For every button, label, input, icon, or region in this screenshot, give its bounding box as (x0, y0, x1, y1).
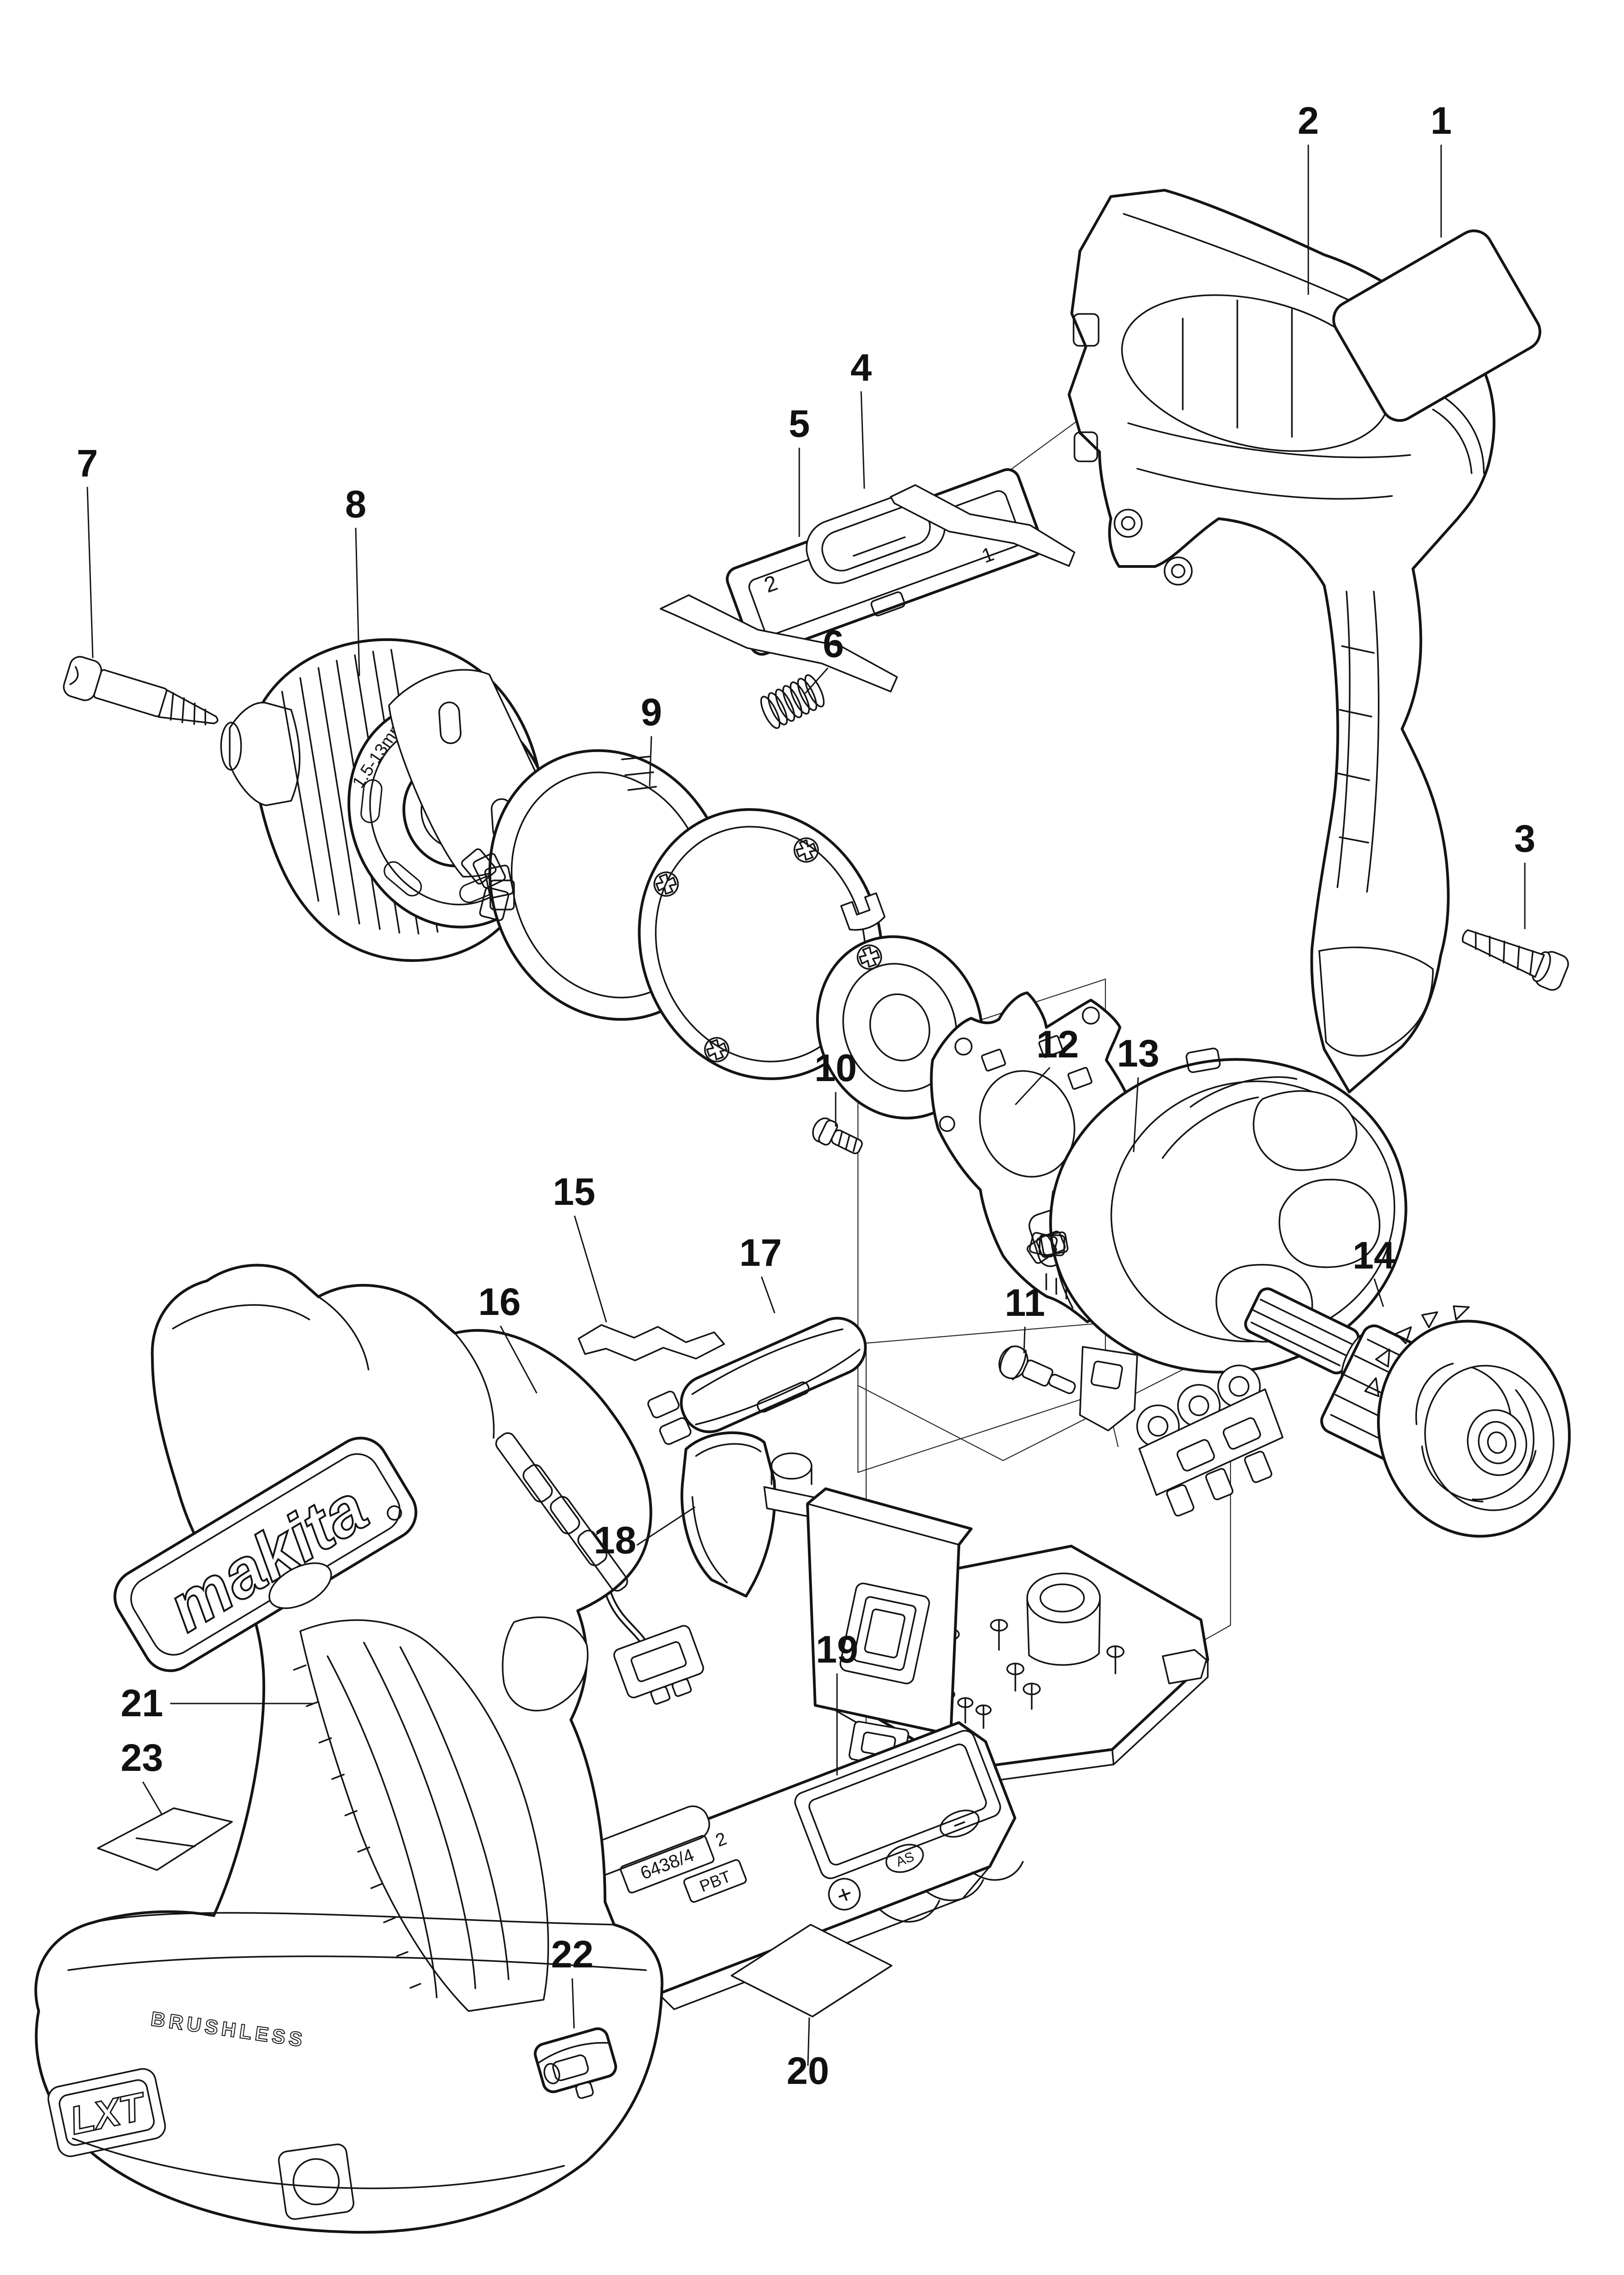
part-number-22-cap: 22 (551, 1933, 593, 1976)
leader-line-23 (142, 1781, 163, 1815)
leader-line-13 (1133, 1077, 1139, 1153)
part-number-9-gear-assembly: 9 (641, 691, 662, 733)
leader-line-17 (761, 1276, 776, 1314)
leader-line-14 (1373, 1278, 1384, 1307)
part-number-5-speed-change-lever: 5 (789, 402, 810, 445)
leader-line-22 (571, 1978, 575, 2029)
leader-line-6 (804, 667, 829, 694)
part-13-stator (1026, 1047, 1407, 1431)
part-number-3-tapping-screw: 3 (1514, 817, 1536, 860)
leader-line-11 (1023, 1326, 1026, 1354)
part-21-housing-half-outer: makita BRUSHLESS LXT (34, 1264, 664, 2234)
part-1-caution-label (1332, 229, 1542, 422)
part-14-rotor-with-fan (1244, 1287, 1571, 1538)
part-17-reversing-lever (647, 1317, 867, 1445)
part-number-17-reversing-lever: 17 (739, 1231, 782, 1274)
part-4-lever-spring-lower (660, 594, 898, 693)
leader-line-18 (636, 1506, 696, 1546)
part-number-18-switch-trigger: 18 (594, 1519, 636, 1562)
lxt-badge: LXT (47, 2068, 166, 2157)
part-number-14-rotor-with-fan: 14 (1352, 1234, 1395, 1277)
leader-line-15 (574, 1215, 607, 1323)
terminal-block (1136, 1365, 1284, 1517)
part-7-chuck-screw (63, 656, 219, 726)
part-number-7-chuck-screw: 7 (77, 442, 98, 485)
part-number-23-serial-label: 23 (121, 1736, 163, 1779)
leader-line-12 (1014, 1067, 1051, 1106)
part-23-serial-label (97, 1807, 233, 1871)
part-number-1-caution-label: 1 (1431, 99, 1452, 142)
leader-line-16 (499, 1325, 538, 1394)
part-number-20-sheet: 20 (787, 2049, 829, 2092)
part-number-15-leaf-spring: 15 (553, 1170, 595, 1213)
part-number-12-insulation-plate: 12 (1036, 1023, 1079, 1066)
part-5-speed-change-lever: 2 1 (726, 468, 1044, 656)
part-6-compression-spring (760, 674, 825, 729)
leader-line-20 (807, 2017, 810, 2066)
leader-line-4 (860, 391, 865, 489)
part-number-10-pan-head-screw: 10 (814, 1046, 857, 1089)
part-3-tapping-screw (1462, 929, 1569, 991)
part-4-lever-spring-upper (890, 484, 1075, 567)
part-18-switch-trigger (680, 1431, 973, 1768)
part-number-2-housing-half-inner: 2 (1298, 99, 1319, 142)
part-number-21-housing-half-outer: 21 (121, 1682, 163, 1724)
part-9-gear-assembly (388, 669, 986, 1120)
leader-line-9 (649, 736, 652, 787)
part-10-screw (812, 1117, 863, 1154)
part-number-13-stator: 13 (1117, 1032, 1159, 1075)
leader-line-8 (355, 527, 360, 677)
part-number-16-led-circuit: 16 (478, 1280, 520, 1323)
part-22-cap (534, 2027, 617, 2099)
part-number-4-lever-spring: 4 (851, 346, 872, 389)
part-number-8-drill-chuck: 8 (345, 483, 367, 526)
leader-line-7 (86, 486, 94, 658)
part-number-19-terminal-base: 19 (816, 1628, 858, 1671)
part-number-11-shoulder-screw: 11 (1005, 1281, 1045, 1324)
part-11-shoulder-screw (998, 1345, 1076, 1394)
part-20-sheet (731, 1924, 893, 2017)
part-number-6-compression-spring: 6 (823, 622, 844, 665)
part-15-leaf-spring (578, 1324, 725, 1361)
